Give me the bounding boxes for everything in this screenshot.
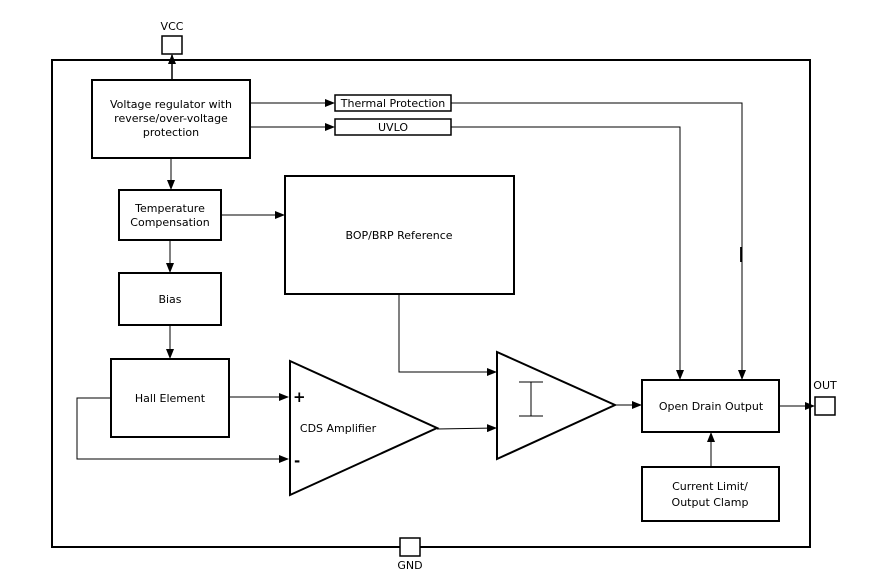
current-limit-line-2: Output Clamp xyxy=(672,496,749,509)
hall-element-label: Hall Element xyxy=(135,392,206,405)
open-drain-output-block xyxy=(641,379,780,433)
out-label: OUT xyxy=(813,379,837,392)
uvlo-label: UVLO xyxy=(378,121,408,134)
bias-label: Bias xyxy=(158,293,181,306)
temperature-compensation-line-2: Compensation xyxy=(130,216,209,229)
chip-outline xyxy=(51,59,811,548)
voltage-regulator-line-1: Voltage regulator with xyxy=(110,98,232,111)
voltage-regulator-block xyxy=(91,79,251,159)
thermal-to-output-wire xyxy=(451,102,746,380)
voltage-regulator-line-2: reverse/over-voltage xyxy=(114,112,228,125)
cds-amplifier-block xyxy=(289,359,440,497)
reference-to-comparator-wire xyxy=(398,294,497,376)
bop-brp-reference-label: BOP/BRP Reference xyxy=(345,229,452,242)
temperature-compensation-line-1: Temperature xyxy=(134,202,205,215)
vcc-pin xyxy=(161,35,183,55)
gnd-label: GND xyxy=(397,559,422,572)
current-limit-block xyxy=(641,466,780,522)
amplifier-plus-input-label: + xyxy=(293,388,306,406)
comparator-block xyxy=(496,350,618,461)
gnd-pin xyxy=(399,537,421,557)
bias-block xyxy=(118,272,222,326)
current-limit-line-1: Current Limit/ xyxy=(672,480,748,493)
uvlo-to-output-wire xyxy=(451,126,684,380)
hysteresis-icon xyxy=(519,381,543,417)
open-drain-output-label: Open Drain Output xyxy=(659,400,764,413)
hall-to-amp-minus-wire xyxy=(76,397,289,463)
cds-amplifier-label: CDS Amplifier xyxy=(300,422,377,435)
amplifier-minus-input-label: - xyxy=(294,452,300,470)
thermal-protection-label: Thermal Protection xyxy=(340,97,445,110)
amp-to-comparator-wire xyxy=(436,424,497,433)
temperature-compensation-block xyxy=(118,189,222,241)
bop-brp-reference-block xyxy=(284,175,515,295)
voltage-regulator-line-3: protection xyxy=(143,126,199,139)
out-pin xyxy=(814,396,836,416)
vcc-label: VCC xyxy=(161,20,184,33)
hall-element-block xyxy=(110,358,230,438)
